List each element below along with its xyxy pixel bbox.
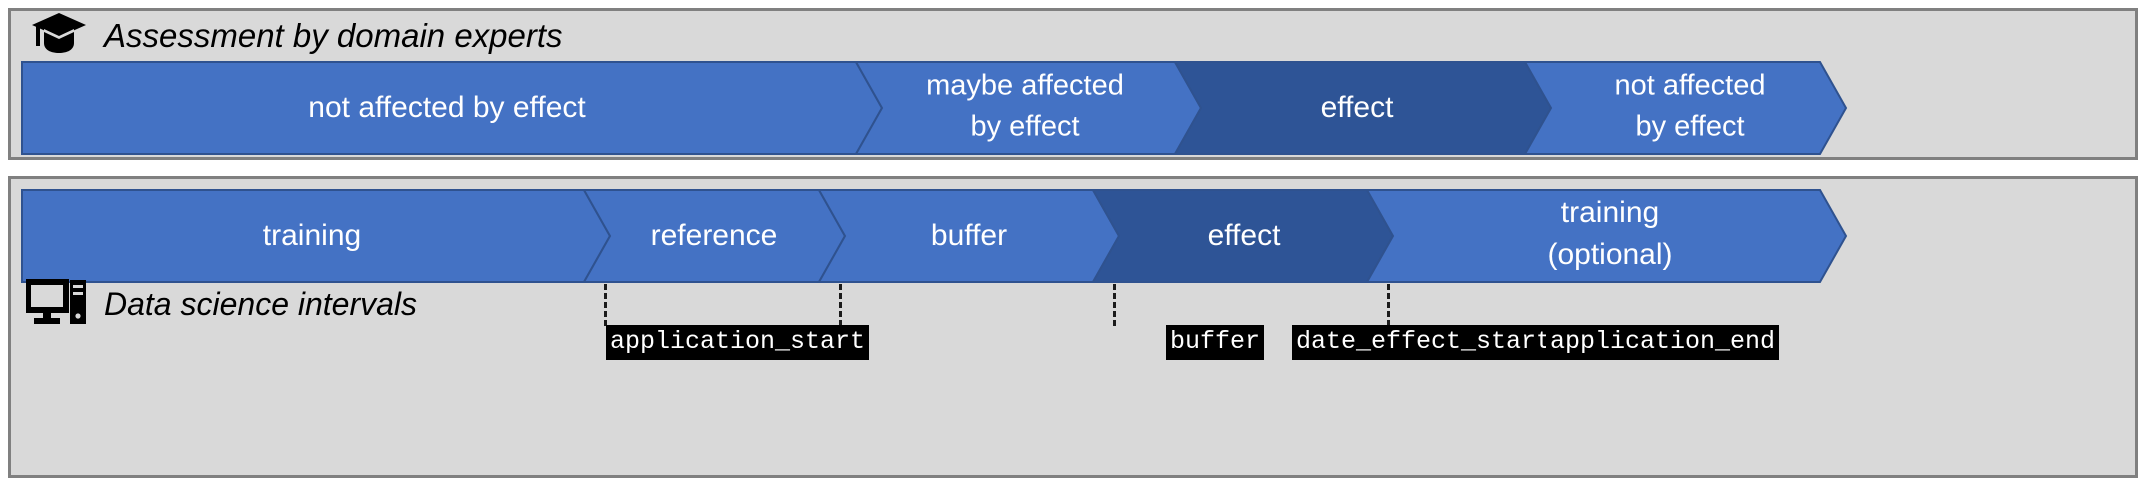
data-science-caption-row: Data science intervals (25, 276, 418, 332)
segment-training-optional[interactable] (1365, 189, 1848, 283)
expert-assessment-caption: Assessment by domain experts (104, 16, 563, 54)
code-label-buffer[interactable]: buffer (1166, 325, 1265, 360)
desktop-computer-icon (25, 278, 88, 331)
segment-label: training (1561, 196, 1659, 229)
segment-label: effect (1321, 91, 1394, 124)
segment-label: buffer (931, 219, 1007, 252)
segment-label: not affected by effect (308, 91, 586, 124)
segment-label: not affected (1614, 70, 1765, 102)
code-label-application-start[interactable]: application_start (606, 325, 870, 360)
graduation-cap-icon (30, 11, 88, 60)
segment-label: training (263, 219, 361, 252)
segment-label: (optional) (1547, 238, 1672, 271)
code-label-date-effect-start[interactable]: date_effect_start (1292, 325, 1556, 360)
segment-label: reference (651, 219, 778, 252)
tick-application-start (604, 284, 607, 326)
data-science-arrow-bar: training reference buffer effect trainin… (21, 189, 1848, 283)
data-science-caption: Data science intervals (104, 286, 418, 322)
segment-label: maybe affected (926, 70, 1124, 102)
segment-not-affected-by-effect-2[interactable] (1523, 61, 1848, 155)
segment-label: effect (1208, 219, 1281, 252)
tick-buffer (839, 284, 842, 326)
expert-assessment-caption-row: Assessment by domain experts (30, 12, 563, 58)
segment-label: by effect (1635, 111, 1744, 143)
tick-application-end (1387, 284, 1390, 326)
segment-label: by effect (970, 111, 1079, 143)
tick-date-effect-start (1113, 284, 1116, 326)
code-label-application-end[interactable]: application_end (1546, 325, 1780, 360)
expert-assessment-arrow-bar: not affected by effect maybe affected by… (21, 61, 1848, 155)
